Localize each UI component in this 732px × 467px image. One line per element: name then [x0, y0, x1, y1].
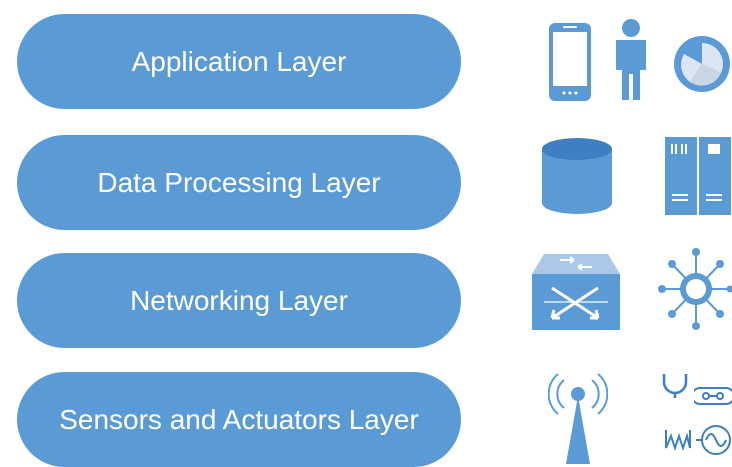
pie-chart-icon [672, 34, 732, 94]
waveform-sensor-icon [664, 428, 692, 452]
sensors-and-actuators-layer-label: Sensors and Actuators Layer [59, 404, 419, 436]
person-icon [612, 18, 650, 102]
sensor-icon [660, 372, 690, 398]
actuator-icon [694, 384, 732, 408]
networking-layer-label: Networking Layer [130, 285, 348, 317]
networking-layer-pill: Networking Layer [17, 253, 461, 348]
data-processing-layer-pill: Data Processing Layer [17, 135, 461, 230]
data-processing-layer-label: Data Processing Layer [97, 167, 380, 199]
server-rack-icon [664, 136, 732, 216]
radio-antenna-icon [548, 372, 608, 464]
application-layer-label: Application Layer [132, 46, 347, 78]
network-switch-icon [530, 252, 622, 332]
application-layer-pill: Application Layer [17, 14, 461, 109]
smartphone-icon [548, 22, 592, 102]
signal-icon [696, 420, 732, 460]
sensors-and-actuators-layer-pill: Sensors and Actuators Layer [17, 372, 461, 467]
network-hub-icon [652, 246, 732, 332]
database-cylinder-icon [540, 137, 614, 215]
